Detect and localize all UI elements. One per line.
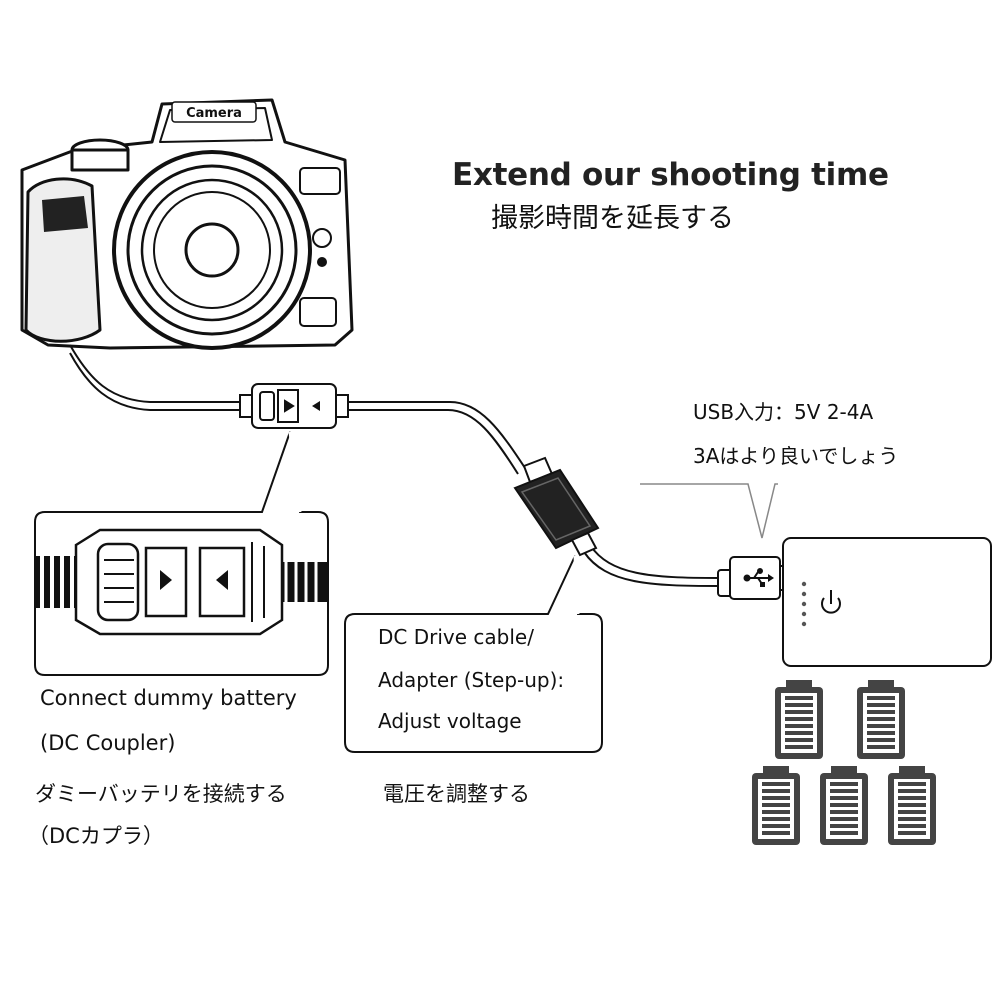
power-bank-icon [782,537,992,667]
camera-icon [20,98,354,350]
headline-en: Extend our shooting time [452,157,889,193]
drive-cable-ja: 電圧を調整する [383,782,530,806]
headline-ja: 撮影時間を延長する [491,203,734,234]
usb-note-line-2: 3Aはより良いでしょう [693,444,899,468]
battery-icon [857,680,905,759]
usb-note-line-1: USB入力：5V 2-4A [693,400,874,424]
drive-cable-label-3: Adjust voltage [378,709,522,733]
battery-icon [820,766,868,845]
drive-cable-label-1: DC Drive cable/ [378,625,534,649]
camera-badge-text: Camera [186,106,242,121]
step-up-adapter-icon [513,456,600,557]
dummy-battery-label-2: (DC Coupler) [40,731,176,755]
battery-group [752,680,936,845]
battery-icon [752,766,800,845]
drive-cable-callout [344,555,603,753]
inline-coupler-icon [239,383,349,429]
camera-badge: Camera [171,101,257,123]
battery-icon [888,766,936,845]
cable-lines [69,344,721,587]
dummy-battery-label-1: Connect dummy battery [40,686,297,710]
dummy-battery-icon [36,528,328,636]
dummy-battery-ja-2: （DCカプラ） [28,824,164,848]
dummy-battery-ja-1: ダミーバッテリを接続する [35,782,287,806]
usb-note-callout [640,483,778,539]
usb-plug-icon [717,556,787,600]
battery-icon [775,680,823,759]
drive-cable-label-2: Adapter (Step-up): [378,668,565,692]
